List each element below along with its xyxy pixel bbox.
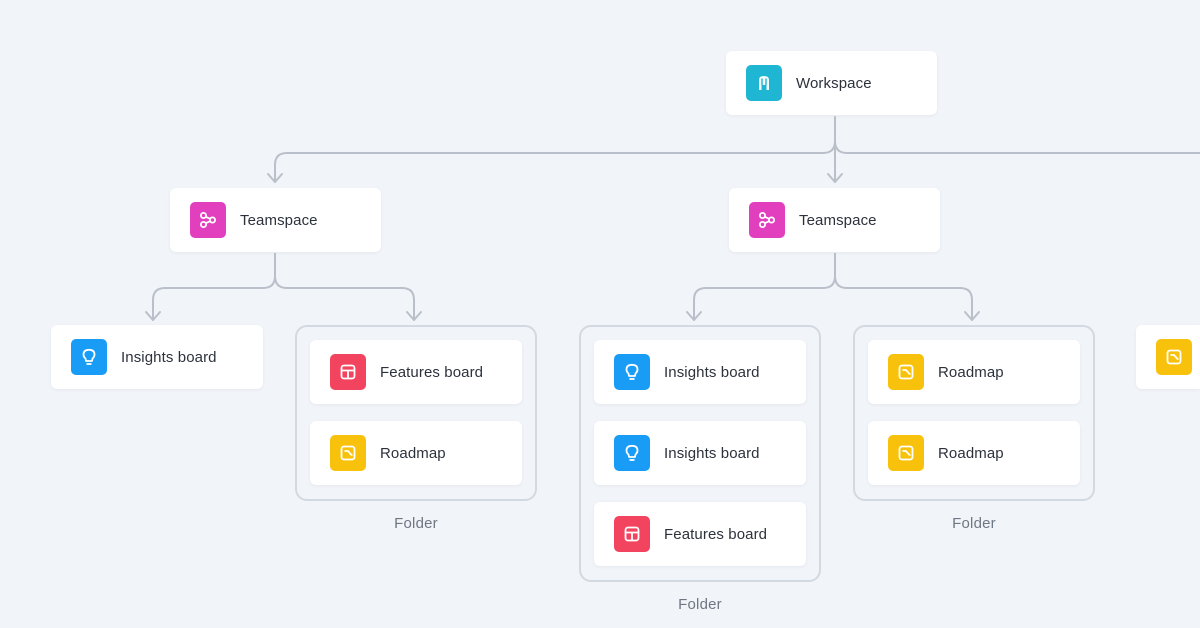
arrowhead-folder2	[686, 311, 702, 321]
workspace-card[interactable]: Workspace	[726, 51, 937, 115]
features-board-card[interactable]: Features board	[310, 340, 522, 404]
connector-teamspace1-left	[152, 253, 276, 321]
roadmap-card[interactable]: Roadmap	[310, 421, 522, 485]
roadmap-icon	[888, 354, 924, 390]
lightbulb-icon	[614, 354, 650, 390]
arrowhead-folder1	[406, 311, 422, 321]
grid-icon	[614, 516, 650, 552]
folder-2[interactable]	[579, 325, 821, 582]
teamspace-card-1[interactable]: Teamspace	[170, 188, 381, 252]
roadmap-card[interactable]: Roadmap	[868, 421, 1080, 485]
arrowhead-teamspace2	[827, 173, 843, 183]
connector-teamspace1-right	[274, 253, 415, 321]
lightbulb-icon	[71, 339, 107, 375]
teamspace-card-2[interactable]: Teamspace	[729, 188, 940, 252]
teamspace-label: Teamspace	[799, 211, 877, 229]
insights-board-label: Insights board	[664, 363, 760, 381]
insights-board-label: Insights board	[121, 348, 217, 366]
folder-1[interactable]	[295, 325, 537, 501]
roadmap-label: Roadmap	[380, 444, 446, 462]
folder-label: Folder	[952, 515, 996, 532]
connector-workspace-branch-left	[274, 140, 836, 183]
workspace-label: Workspace	[796, 74, 872, 92]
insights-board-card[interactable]: Insights board	[594, 421, 806, 485]
folder-3[interactable]	[853, 325, 1095, 501]
features-board-label: Features board	[664, 525, 768, 543]
arrowhead-teamspace1	[267, 173, 283, 183]
roadmap-label: Roadmap	[938, 444, 1004, 462]
roadmap-icon	[1156, 339, 1192, 375]
folder-label: Folder	[394, 515, 438, 532]
roadmap-card[interactable]: Roadmap	[868, 340, 1080, 404]
connector-workspace-branch-right	[834, 140, 1200, 154]
arrowhead-folder3	[964, 311, 980, 321]
grid-icon	[330, 354, 366, 390]
workspace-icon	[746, 65, 782, 101]
roadmap-icon	[888, 435, 924, 471]
features-board-label: Features board	[380, 363, 484, 381]
arrowhead-insights-board	[145, 311, 161, 321]
roadmap-icon	[330, 435, 366, 471]
folder-label: Folder	[678, 596, 722, 613]
lightbulb-icon	[614, 435, 650, 471]
teamspace-icon	[749, 202, 785, 238]
connector-teamspace2-right	[834, 253, 973, 321]
insights-board-label: Insights board	[664, 444, 760, 462]
features-board-card[interactable]: Features board	[594, 502, 806, 566]
teamspace-label: Teamspace	[240, 211, 318, 229]
insights-board-card[interactable]: Insights board	[51, 325, 263, 389]
partial-roadmap-card[interactable]	[1136, 325, 1200, 389]
roadmap-label: Roadmap	[938, 363, 1004, 381]
connector-teamspace2-left	[693, 253, 836, 321]
teamspace-icon	[190, 202, 226, 238]
insights-board-card[interactable]: Insights board	[594, 340, 806, 404]
